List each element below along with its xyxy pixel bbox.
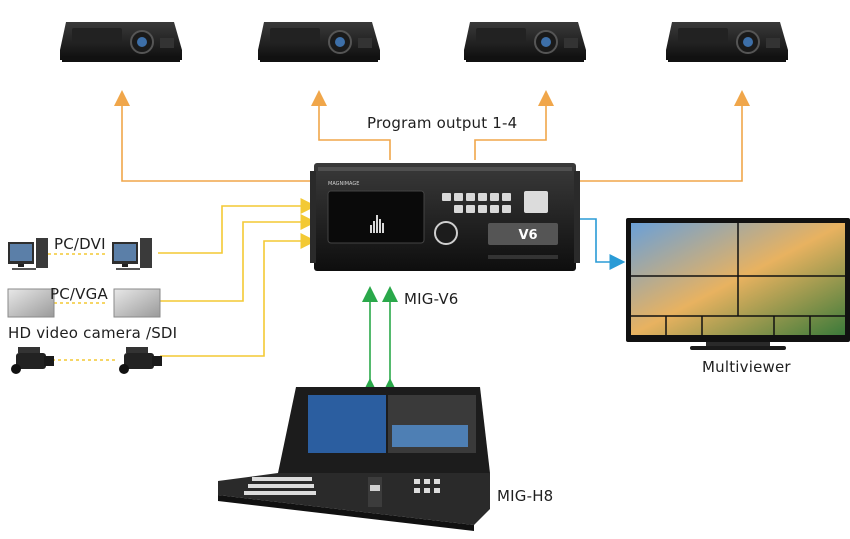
vga-monitor-icon: [7, 288, 55, 318]
level-meter-icon: [370, 215, 384, 233]
input-connectors: [42, 198, 317, 361]
input-line-dvi: [158, 198, 317, 254]
keypad: [442, 193, 511, 213]
model-badge: V6: [518, 228, 537, 243]
mig-v6-label: MIG-V6: [404, 290, 459, 308]
projector-icon: [60, 22, 182, 62]
projector-icon: [666, 22, 788, 62]
video-camera-icon: [119, 347, 162, 374]
pc-vga-label: PC/VGA: [50, 285, 108, 303]
output-line-3: [474, 90, 554, 160]
video-camera-icon: [11, 347, 54, 374]
hd-camera-label: HD video camera /SDI: [8, 324, 178, 342]
control-console-icon: [218, 387, 490, 531]
input-line-vga: [160, 214, 317, 302]
program-output-label: Program output 1-4: [367, 114, 518, 132]
output-line-1: [114, 90, 312, 182]
program-output-connectors: [114, 90, 750, 182]
projector-group: [60, 22, 788, 62]
menu-button: [524, 191, 548, 213]
output-line-2: [311, 90, 391, 160]
vga-monitor-icon: [113, 288, 161, 318]
input-line-sdi: [160, 233, 317, 357]
multiviewer-connector: [578, 218, 626, 270]
projector-icon: [464, 22, 586, 62]
mig-v6-processor: MAGNIMAGE V6: [310, 163, 580, 271]
multiviewer-label: Multiviewer: [702, 358, 791, 376]
device-brand: MAGNIMAGE: [328, 181, 359, 187]
multiviewer-tv-icon: [626, 218, 850, 350]
output-line-4: [578, 90, 750, 182]
desktop-pc-icon: [112, 238, 152, 270]
control-connectors: [362, 286, 398, 394]
mig-h8-label: MIG-H8: [497, 487, 554, 505]
pc-dvi-label: PC/DVI: [54, 235, 106, 253]
projector-icon: [258, 22, 380, 62]
control-knob: [434, 221, 458, 245]
desktop-pc-icon: [8, 238, 48, 270]
